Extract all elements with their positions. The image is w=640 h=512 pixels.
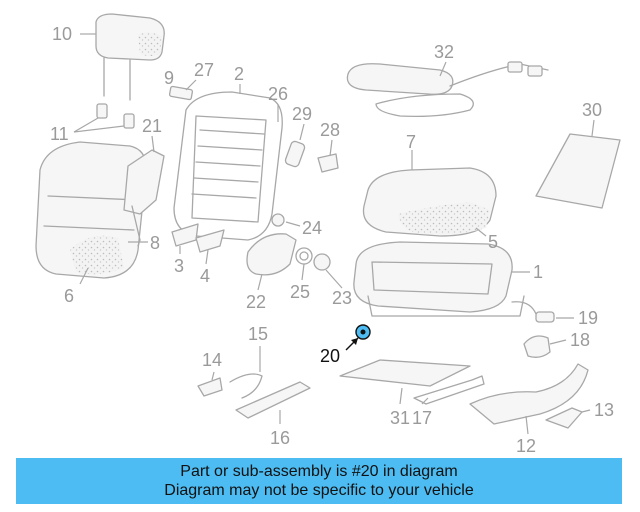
bracket-part-4[interactable] xyxy=(195,229,225,253)
callout-21: 21 xyxy=(142,116,162,136)
callout-15: 15 xyxy=(248,324,268,344)
trim-strip-part-16[interactable] xyxy=(235,381,311,419)
callout-6: 6 xyxy=(64,286,74,306)
callout-2: 2 xyxy=(234,64,244,84)
callout-12: 12 xyxy=(516,436,536,456)
seat-back-frame-part[interactable] xyxy=(173,91,283,241)
callout-10: 10 xyxy=(52,24,72,44)
callout-19: 19 xyxy=(578,308,598,328)
callout-1: 1 xyxy=(533,262,543,282)
knob-part-13[interactable] xyxy=(545,407,583,429)
callout-11: 11 xyxy=(50,124,69,144)
callout-3: 3 xyxy=(174,256,184,276)
trim-part-17[interactable] xyxy=(413,375,485,405)
knob-part-29[interactable] xyxy=(284,140,306,168)
gear-part-23[interactable] xyxy=(313,253,331,271)
seat-cushion-frame-part[interactable] xyxy=(353,241,537,317)
callout-24: 24 xyxy=(302,218,322,238)
callout-27: 27 xyxy=(194,60,214,80)
harness-part-15[interactable] xyxy=(229,373,263,399)
seat-back-cover-part[interactable] xyxy=(35,141,147,279)
washer-part-25[interactable] xyxy=(295,247,313,265)
banner-line-part: Part or sub-assembly is #20 in diagram xyxy=(180,463,458,480)
callout-25: 25 xyxy=(290,282,310,302)
clip-part-27[interactable] xyxy=(168,85,194,101)
knob-part-28[interactable] xyxy=(317,153,339,173)
bracket-part-3[interactable] xyxy=(171,223,199,247)
switch-part-14[interactable] xyxy=(197,377,223,397)
callout-22: 22 xyxy=(246,292,266,312)
info-banner: Part or sub-assembly is #20 in diagram D… xyxy=(16,458,622,504)
recliner-cover-part[interactable] xyxy=(246,233,297,276)
callout-17: 17 xyxy=(412,408,432,428)
callout-5: 5 xyxy=(488,232,498,252)
callout-28: 28 xyxy=(320,120,340,140)
headrest-part[interactable] xyxy=(95,13,165,101)
callout-18: 18 xyxy=(570,330,590,350)
gear-part-24[interactable] xyxy=(271,213,285,227)
callout-8: 8 xyxy=(150,233,160,253)
callout-29: 29 xyxy=(292,104,312,124)
callout-14: 14 xyxy=(202,350,222,370)
callout-30: 30 xyxy=(582,100,602,120)
callout-26: 26 xyxy=(268,84,288,104)
banner-line-disclaimer: Diagram may not be specific to your vehi… xyxy=(164,482,474,499)
callout-4: 4 xyxy=(200,266,210,286)
callout-31: 31 xyxy=(390,408,410,428)
callout-9: 9 xyxy=(164,68,174,88)
seat-cushion-cover-part[interactable] xyxy=(362,167,497,237)
cushion-pad-part[interactable] xyxy=(535,133,621,209)
callout-7: 7 xyxy=(406,132,416,152)
callout-13: 13 xyxy=(594,400,614,420)
highlighted-part-20[interactable] xyxy=(355,324,371,340)
callout-32: 32 xyxy=(434,42,454,62)
seat-back-side-panel-part[interactable] xyxy=(123,149,165,247)
cover-part-18[interactable] xyxy=(523,335,551,358)
side-panel-part-31[interactable] xyxy=(339,359,471,387)
parts-diagram: 1 2 3 4 5 6 7 8 9 10 11 12 13 14 15 16 1… xyxy=(35,13,621,456)
side-shield-part-12[interactable] xyxy=(469,363,589,425)
headrest-guide-part[interactable] xyxy=(96,103,135,129)
seat-heater-part[interactable] xyxy=(346,61,549,118)
callout-20: 20 xyxy=(320,346,340,366)
knob-part-19[interactable] xyxy=(535,311,555,323)
callout-16: 16 xyxy=(270,428,290,448)
callout-23: 23 xyxy=(332,288,352,308)
